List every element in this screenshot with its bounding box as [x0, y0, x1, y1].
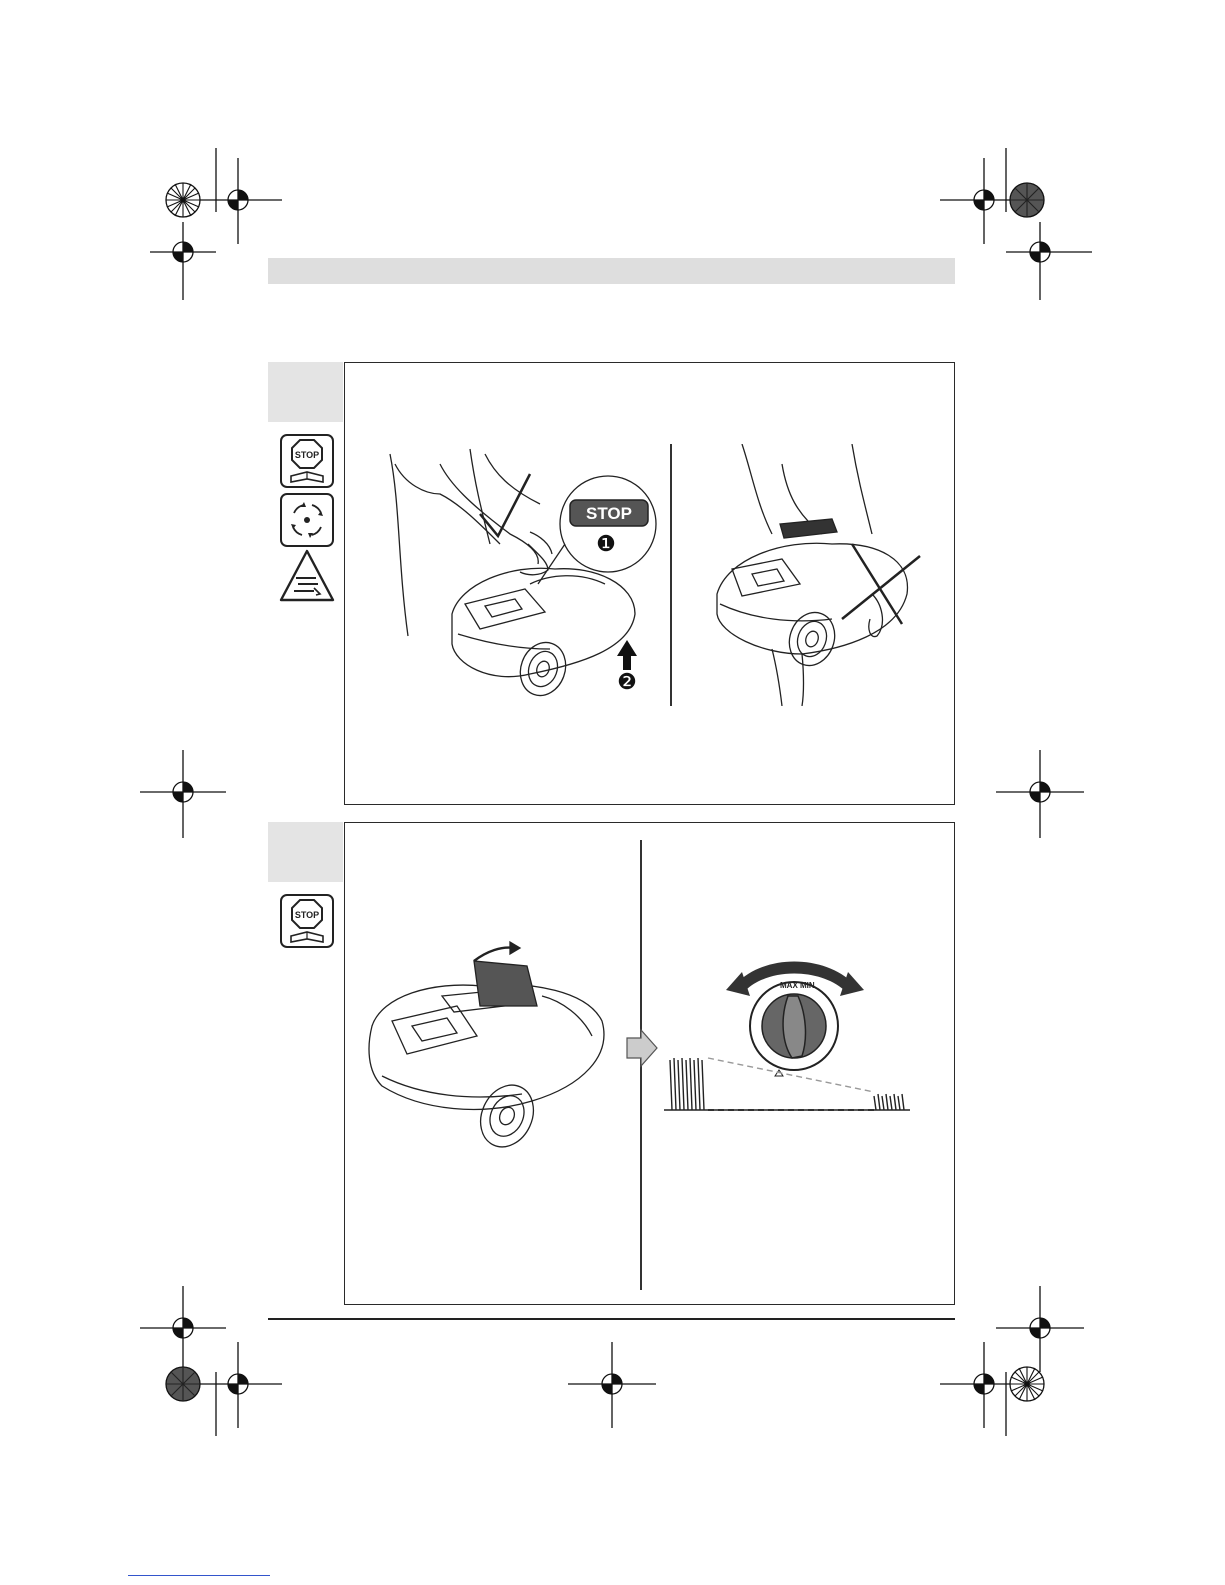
dial-max-label: MAX — [780, 981, 798, 990]
incorrect-lift-illustration — [672, 444, 952, 706]
hand-injury-warning-icon — [278, 548, 336, 606]
next-step-arrow-icon — [625, 1028, 659, 1068]
correct-lift-illustration: STOP ❶ ❷ — [380, 444, 670, 706]
rotating-blade-icon — [280, 493, 334, 547]
stop-manual-icon-2: STOP — [280, 894, 334, 948]
cutting-height-dial-illustration: MAX MIN — [664, 948, 924, 1133]
stop-button-label: STOP — [586, 504, 632, 523]
svg-text:STOP: STOP — [295, 910, 319, 920]
lift-up-arrow-icon — [617, 640, 637, 670]
section-1-tab — [268, 362, 343, 422]
step-2-number: ❷ — [617, 669, 637, 694]
footer-link-underline — [128, 1575, 270, 1576]
footer-rule — [268, 1318, 955, 1320]
stop-manual-icon: STOP — [280, 434, 334, 488]
header-bar — [268, 258, 955, 284]
section-2-tab — [268, 822, 343, 882]
step-1-number: ❶ — [596, 531, 616, 556]
dial-min-label: MIN — [800, 981, 815, 990]
open-cover-illustration — [362, 936, 622, 1166]
svg-text:STOP: STOP — [295, 450, 319, 460]
